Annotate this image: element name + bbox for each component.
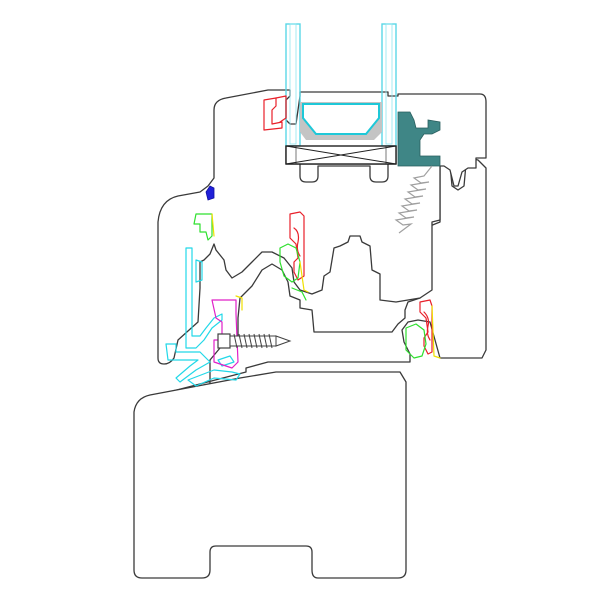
glass-spacer (300, 102, 382, 140)
bead-clip (205, 185, 215, 201)
screw-icon (217, 333, 292, 349)
gasket-icon (397, 111, 441, 167)
screw-diagonal (394, 165, 433, 234)
setting-block (285, 145, 397, 165)
seal-red-middle (289, 211, 305, 281)
cladding-profile (185, 247, 223, 349)
seal-green-upper (193, 213, 213, 241)
sash-profile (133, 371, 407, 579)
fixing-clip (211, 299, 239, 369)
seal-red-right (419, 299, 433, 355)
seal-outer-top (263, 97, 283, 131)
